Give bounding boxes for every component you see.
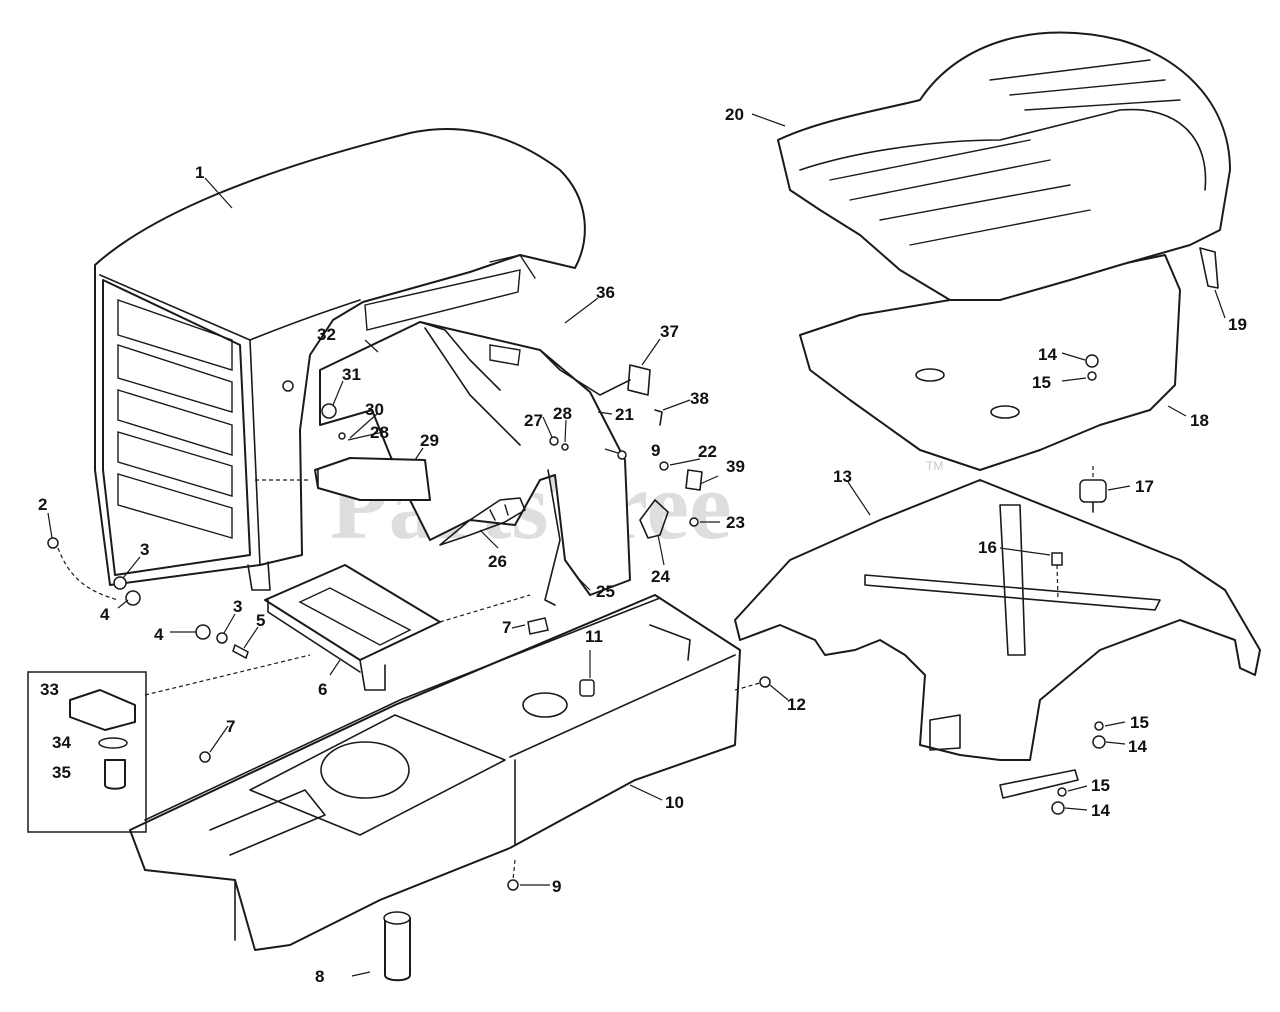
- washer-3b[interactable]: [216, 632, 228, 644]
- callout-13[interactable]: 13: [833, 467, 852, 486]
- callout-29[interactable]: 29: [420, 431, 439, 450]
- isolator-17[interactable]: [1079, 479, 1107, 513]
- callout-14c[interactable]: 14: [1091, 801, 1110, 820]
- callout-15c[interactable]: 15: [1091, 776, 1110, 795]
- washer-34[interactable]: [98, 737, 128, 749]
- callout-31[interactable]: 31: [342, 365, 361, 384]
- callout-23[interactable]: 23: [726, 513, 745, 532]
- axle-pivot[interactable]: [383, 911, 411, 982]
- callout-9b[interactable]: 9: [651, 441, 660, 460]
- callout-24[interactable]: 24: [651, 567, 670, 586]
- callout-15a[interactable]: 15: [1032, 373, 1051, 392]
- callout-10[interactable]: 10: [665, 793, 684, 812]
- callout-39[interactable]: 39: [726, 457, 745, 476]
- nut-7a[interactable]: [199, 751, 211, 763]
- callout-11[interactable]: 11: [585, 627, 603, 646]
- callout-8[interactable]: 8: [315, 967, 324, 986]
- block-33[interactable]: [69, 689, 136, 731]
- callout-25[interactable]: 25: [596, 582, 615, 601]
- nut-15b[interactable]: [1094, 721, 1104, 731]
- callout-5[interactable]: 5: [256, 611, 265, 630]
- spacer-35[interactable]: [104, 759, 126, 790]
- bolt-16[interactable]: [1051, 552, 1063, 566]
- callout-17[interactable]: 17: [1135, 477, 1154, 496]
- nut-15a[interactable]: [1087, 371, 1097, 381]
- callout-4a[interactable]: 4: [100, 605, 110, 624]
- washer-14b[interactable]: [1092, 735, 1106, 749]
- callout-21[interactable]: 21: [615, 405, 634, 424]
- hood[interactable]: [94, 127, 586, 591]
- bracket-38[interactable]: [654, 409, 663, 426]
- callouts: 1 2 3 4 3 4 5 6 7 7 8 9 9 10 11 12 13 14…: [38, 105, 1247, 986]
- clip-7b[interactable]: [527, 617, 549, 635]
- callout-37[interactable]: 37: [660, 322, 679, 341]
- screw-27[interactable]: [549, 436, 559, 446]
- detail-box: [27, 671, 147, 833]
- callout-34[interactable]: 34: [52, 733, 71, 752]
- decal-37[interactable]: [627, 364, 651, 396]
- callout-7b[interactable]: 7: [502, 618, 511, 637]
- leader-lines: [47, 113, 1226, 977]
- callout-32[interactable]: 32: [317, 325, 336, 344]
- screw-23[interactable]: [689, 517, 699, 527]
- screw-30[interactable]: [338, 432, 346, 440]
- fender-strap[interactable]: [999, 769, 1079, 799]
- watermark-tm-mark: TM: [926, 459, 943, 473]
- dash-panel[interactable]: [319, 321, 631, 606]
- nut-9a[interactable]: [507, 879, 519, 891]
- callout-15b[interactable]: 15: [1130, 713, 1149, 732]
- callout-3b[interactable]: 3: [233, 597, 242, 616]
- callout-35[interactable]: 35: [52, 763, 71, 782]
- washer-14c[interactable]: [1051, 801, 1065, 815]
- callout-36[interactable]: 36: [596, 283, 615, 302]
- bracket-26[interactable]: [439, 497, 526, 546]
- bracket-24[interactable]: [639, 499, 669, 539]
- fender[interactable]: [734, 479, 1261, 761]
- callout-19[interactable]: 19: [1228, 315, 1247, 334]
- frame[interactable]: [129, 594, 741, 951]
- nut-12[interactable]: [759, 676, 771, 688]
- seat[interactable]: [777, 31, 1231, 301]
- callout-20[interactable]: 20: [725, 105, 744, 124]
- callout-16[interactable]: 16: [978, 538, 997, 557]
- callout-4b[interactable]: 4: [154, 625, 164, 644]
- nut-15c[interactable]: [1057, 787, 1067, 797]
- callout-3a[interactable]: 3: [140, 540, 149, 559]
- spacer-11[interactable]: [579, 679, 595, 697]
- washer-4b[interactable]: [195, 624, 211, 640]
- seat-support-bracket[interactable]: [264, 564, 441, 691]
- callout-33[interactable]: 33: [40, 680, 59, 699]
- callout-1[interactable]: 1: [195, 163, 204, 182]
- plate-39[interactable]: [685, 469, 703, 491]
- callout-27[interactable]: 27: [524, 411, 543, 430]
- nut-22[interactable]: [659, 461, 669, 471]
- washer-3a[interactable]: [113, 576, 127, 590]
- callout-6[interactable]: 6: [318, 680, 327, 699]
- callout-28b[interactable]: 28: [370, 423, 389, 442]
- nut-2[interactable]: [47, 537, 59, 549]
- callout-12[interactable]: 12: [787, 695, 806, 714]
- callout-38[interactable]: 38: [690, 389, 709, 408]
- callout-9a[interactable]: 9: [552, 877, 561, 896]
- callout-7a[interactable]: 7: [226, 717, 235, 736]
- callout-30[interactable]: 30: [365, 400, 384, 419]
- bushing-31[interactable]: [321, 403, 337, 419]
- bracket-29[interactable]: [314, 457, 431, 501]
- callout-2[interactable]: 2: [38, 495, 47, 514]
- washer-14a[interactable]: [1085, 354, 1099, 368]
- callout-14a[interactable]: 14: [1038, 345, 1057, 364]
- callout-18[interactable]: 18: [1190, 411, 1209, 430]
- bolt-5[interactable]: [232, 643, 249, 660]
- callout-14b[interactable]: 14: [1128, 737, 1147, 756]
- callout-26[interactable]: 26: [488, 552, 507, 571]
- washer-4a[interactable]: [125, 590, 141, 606]
- callout-22[interactable]: 22: [698, 442, 717, 461]
- callout-28a[interactable]: 28: [553, 404, 572, 423]
- nut-9b[interactable]: [617, 450, 627, 460]
- washer-28[interactable]: [561, 443, 569, 451]
